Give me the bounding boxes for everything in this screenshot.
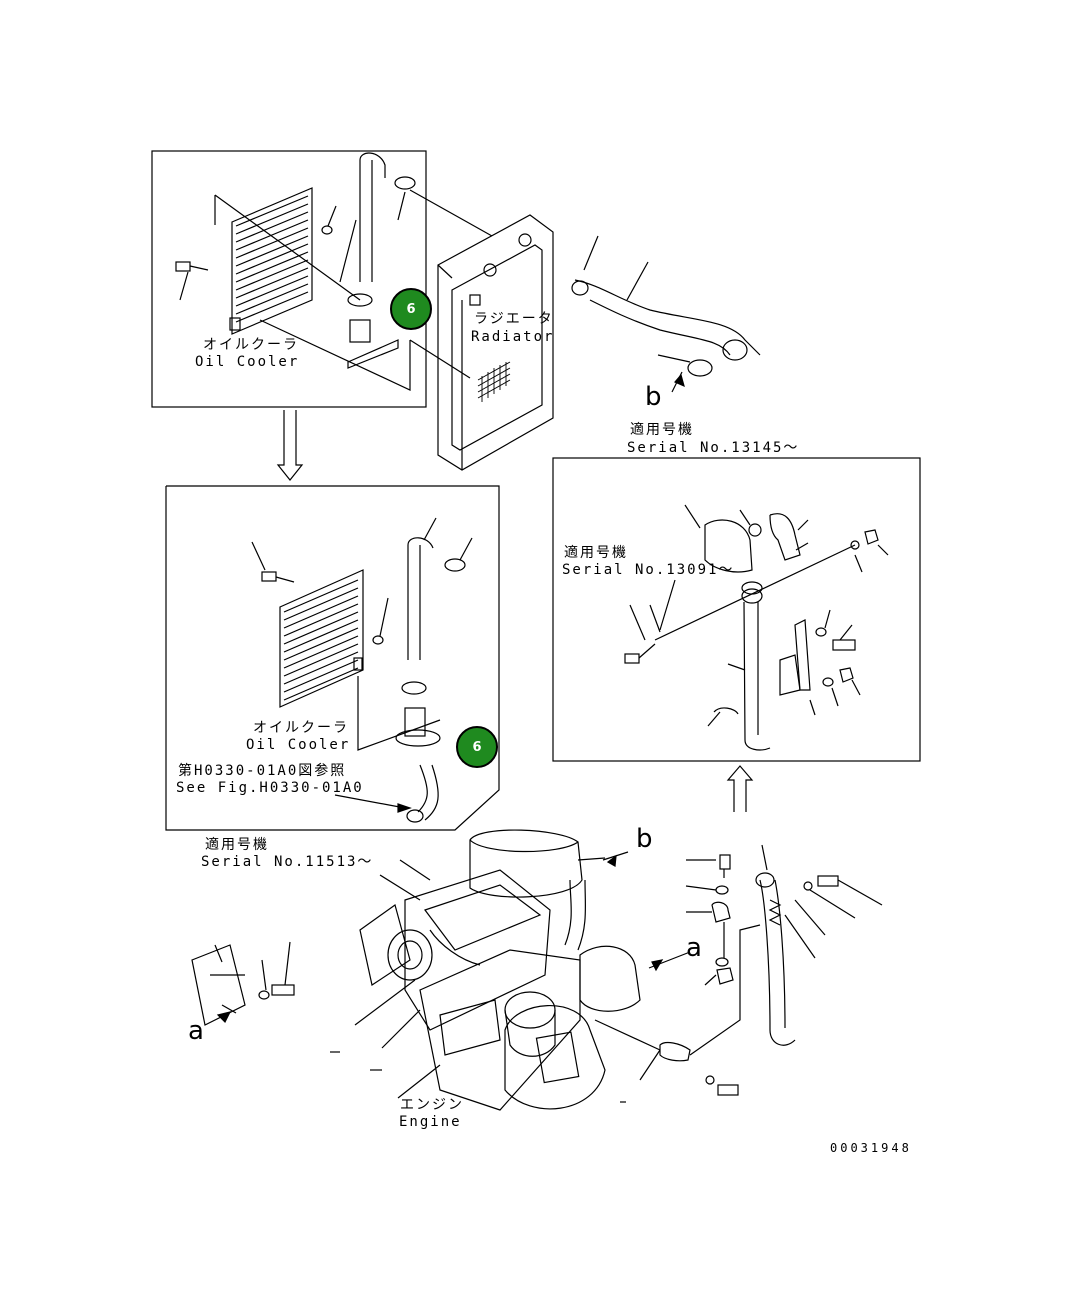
oil-cooler-label-jp-mid: オイルクーラ [253,720,349,736]
top-oil-cooler-panel [151,150,427,408]
see-fig-label-en: See Fig.H0330-01A0 [176,780,364,796]
oil-cooler-core-top [229,187,313,335]
serial-11513-label: Serial No.11513～ [201,854,374,870]
down-arrow [276,410,304,481]
radiator-label-jp: ラジエータ [474,311,554,327]
part-callout-6-middle[interactable]: 6 [456,726,498,768]
document-number: 00031948 [830,1141,912,1155]
view-letter-a-right: a [686,933,702,963]
radiator-label-en: Radiator [471,329,555,345]
part-callout-6-top[interactable]: 6 [390,288,432,330]
middle-oil-cooler-panel [165,485,500,831]
radiator [409,189,554,471]
up-arrow [726,765,754,812]
oil-cooler-label-en-mid: Oil Cooler [246,737,351,753]
view-letter-b-engine: b [636,824,653,854]
applicable-label-1: 適用号機 [630,422,694,438]
serial-13145-label: Serial No.13145～ [627,440,800,456]
view-letter-a-left: a [188,1016,204,1046]
oil-cooler-label-en-top: Oil Cooler [195,354,300,370]
applicable-label-3: 適用号機 [205,837,269,853]
applicable-label-2: 適用号機 [564,545,628,561]
serial-13091-label: Serial No.13091～ [562,562,735,578]
oil-cooler-label-jp-top: オイルクーラ [203,337,299,353]
see-fig-label-jp: 第H0330-01A0図参照 [178,763,347,779]
view-letter-b-top: b [645,382,662,412]
oil-cooler-core-mid [279,569,364,708]
engine-assembly [191,829,883,1111]
radiator-hose [571,235,761,393]
engine-label-en: Engine [399,1114,462,1130]
right-serial-13145-panel [552,457,921,762]
engine-label-jp: エンジン [400,1097,464,1113]
